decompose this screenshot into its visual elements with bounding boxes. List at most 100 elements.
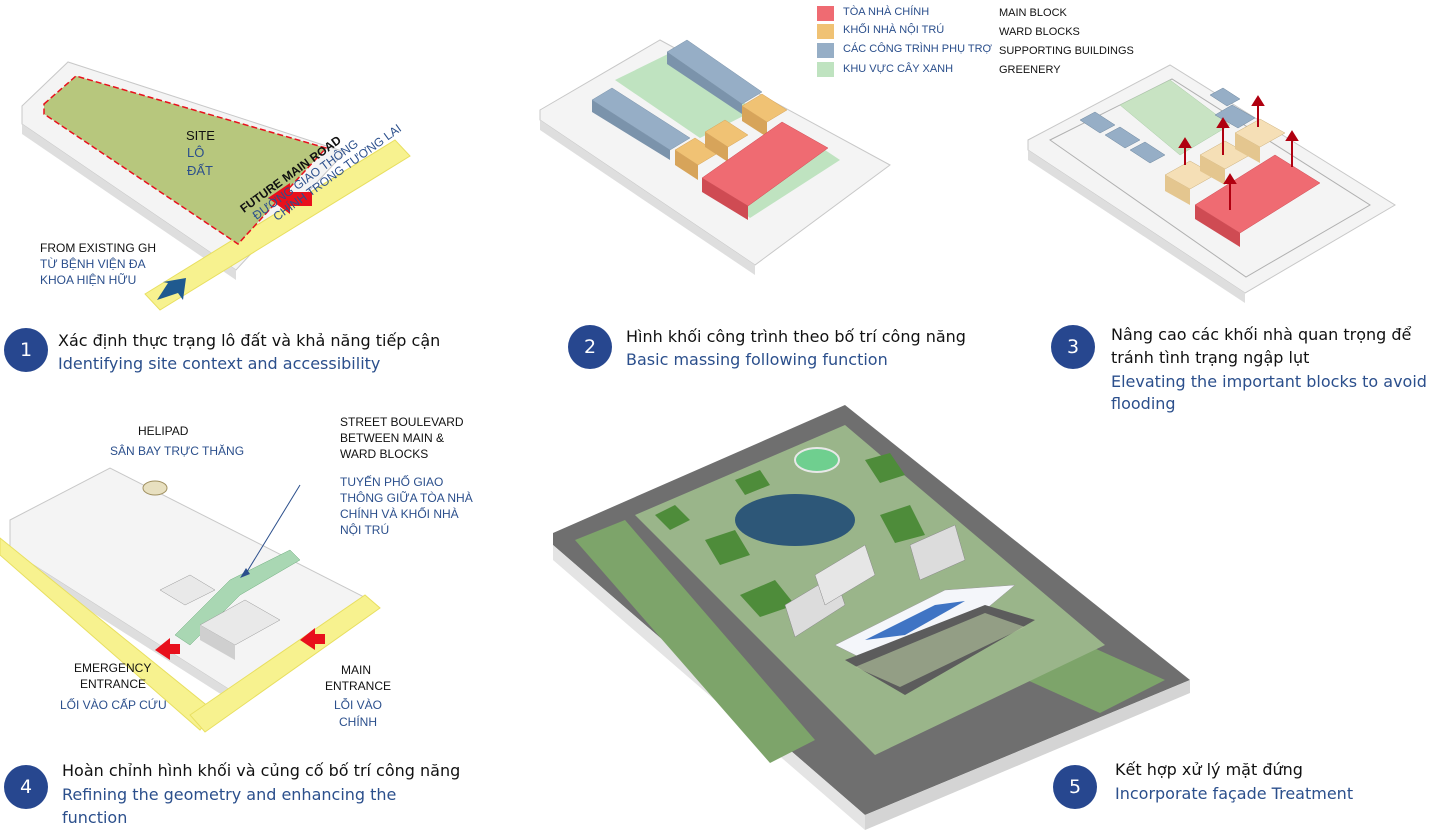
render-green-roof-2 <box>655 505 690 530</box>
leader-arrowhead <box>240 568 250 578</box>
greenery-strip <box>735 150 840 218</box>
step-badge-3: 3 <box>1051 325 1095 369</box>
support-block-front <box>592 100 670 160</box>
legend-main-en: MAIN BLOCK <box>999 7 1067 19</box>
step-4-title-en1: Refining the geometry and enhancing the <box>62 785 397 804</box>
helipad-label-vn: SÂN BAY TRỰC THĂNG <box>110 444 245 458</box>
road-band <box>144 139 411 311</box>
support-block-top <box>591 87 691 151</box>
red-access-arrow <box>268 183 312 214</box>
legend-ward-en: WARD BLOCKS <box>999 26 1080 38</box>
street-label-en2: BETWEEN MAIN & <box>340 431 445 445</box>
support-block-2-top <box>666 39 763 105</box>
main-entrance-arrow <box>300 628 325 650</box>
step-2-title-vn: Hình khối công trình theo bố trí công nă… <box>626 327 966 346</box>
render-ward-tower-2 <box>814 544 876 606</box>
render-green-roof-1 <box>735 470 770 495</box>
render-green-roof-5 <box>865 453 905 483</box>
step-badge-1: 1 <box>4 328 48 372</box>
from-label-vn2: KHOA HIỆN HỮU <box>40 273 137 287</box>
refined-block-a <box>159 574 216 606</box>
elev-ward-2-front <box>1200 155 1225 185</box>
from-label-en: FROM EXISTING GH <box>40 241 157 255</box>
greenery-block <box>615 53 755 138</box>
elev-support-1 <box>1079 111 1116 134</box>
legend-ward-vn: KHỐI NHÀ NỘI TRÚ <box>843 24 945 36</box>
elevation-arrows <box>1178 95 1299 210</box>
main-entrance-label-en2: ENTRANCE <box>325 679 392 693</box>
refined-block-b <box>199 599 281 646</box>
emergency-label-vn: LỐI VÀO CẤP CỨU <box>60 698 167 712</box>
site-context-diagram <box>21 61 411 311</box>
legend-green-vn: KHU VỰC CÂY XANH <box>843 63 954 75</box>
support-block-2-front <box>667 52 742 114</box>
step-3-title-en2: flooding <box>1111 394 1176 413</box>
main-block-top <box>701 121 829 207</box>
elev-base-plate <box>1027 64 1396 294</box>
step-3-title-en1: Elevating the important blocks to avoid <box>1111 372 1427 391</box>
emergency-arrow <box>155 638 180 660</box>
render-ward-tower-3 <box>909 524 966 581</box>
step-1-title-vn: Xác định thực trạng lô đất và khả năng t… <box>58 331 441 350</box>
street-label-vn2: THÔNG GIỮA TÒA NHÀ <box>340 491 473 505</box>
refined-base-side <box>10 550 230 700</box>
street-label-en1: STREET BOULEVARD <box>340 415 464 429</box>
main-entrance-label-vn1: LỖI VÀO <box>334 698 383 712</box>
legend-swatch-support <box>817 43 834 58</box>
elev-main-block-front <box>1195 205 1240 247</box>
street-label-en3: WARD BLOCKS <box>340 447 429 461</box>
leader-line <box>244 484 301 576</box>
step-4-title-en2: function <box>62 808 128 827</box>
render-helipad <box>794 447 840 473</box>
legend-support-vn: CÁC CÔNG TRÌNH PHỤ TRỢ <box>843 43 992 55</box>
legend-support-en: SUPPORTING BUILDINGS <box>999 45 1134 57</box>
step-1-title-en: Identifying site context and accessibili… <box>58 354 381 373</box>
step-5-title-en: Incorporate façade Treatment <box>1115 784 1354 803</box>
emergency-label-en2: ENTRANCE <box>80 677 147 691</box>
helipad-mark <box>142 480 168 496</box>
elev-greenery <box>1119 79 1231 156</box>
render-green-roof-3 <box>705 530 750 565</box>
site-label-vn2: ĐẤT <box>187 163 213 178</box>
step-2-title-en: Basic massing following function <box>626 350 888 369</box>
step-3-title-vn1: Nâng cao các khối nhà quan trọng để <box>1111 325 1412 344</box>
render-green-roof-6 <box>880 505 925 543</box>
elev-ward-1-front <box>1165 175 1190 205</box>
main-entrance-label-vn2: CHÍNH <box>339 715 377 729</box>
render-green-strip-left <box>575 520 815 763</box>
street-label-vn3: CHÍNH VÀ KHỐI NHÀ <box>340 507 459 521</box>
elev-ward-3-front <box>1235 133 1260 163</box>
ward-block-3 <box>741 93 788 123</box>
emergency-label-en1: EMERGENCY <box>74 661 152 675</box>
massing-diagram <box>539 39 891 275</box>
step-badge-2: 2 <box>568 325 612 369</box>
ward-block-2-front <box>705 132 728 162</box>
elev-support-3 <box>1129 141 1166 164</box>
render-base-right <box>865 680 1190 830</box>
site-base-side <box>22 124 236 280</box>
elevation-diagram <box>1027 64 1396 303</box>
render-facade-pattern <box>865 601 965 640</box>
elev-base-side <box>1028 150 1245 303</box>
elev-support-5 <box>1214 104 1256 129</box>
site-plot <box>43 75 328 245</box>
step-badge-4: 4 <box>4 765 48 809</box>
legend-main-vn: TÒA NHÀ CHÍNH <box>843 6 930 18</box>
render-green-roof-4 <box>740 580 795 617</box>
street-label-vn1: TUYẾN PHỐ GIAO <box>340 475 444 489</box>
legend-swatch-green <box>817 62 834 77</box>
street-label-vn4: NỘI TRÚ <box>340 523 390 537</box>
refined-geometry-diagram <box>0 467 381 733</box>
from-label-vn1: TỪ BỆNH VIỆN ĐA <box>40 257 146 271</box>
step-5-title-vn: Kết hợp xử lý mặt đứng <box>1115 760 1303 779</box>
legend-swatch-ward <box>817 24 834 39</box>
legend-swatch-main <box>817 6 834 21</box>
render-lake <box>735 494 855 546</box>
step-4-title-vn: Hoàn chỉnh hình khối và củng cố bố trí c… <box>62 761 461 780</box>
step-3-title-vn2: tránh tình trạng ngập lụt <box>1111 348 1310 367</box>
main-entrance-label-en1: MAIN <box>341 663 371 677</box>
helipad-label-en: HELIPAD <box>138 424 189 438</box>
facade-render <box>553 405 1190 830</box>
legend-green-en: GREENERY <box>999 64 1061 76</box>
